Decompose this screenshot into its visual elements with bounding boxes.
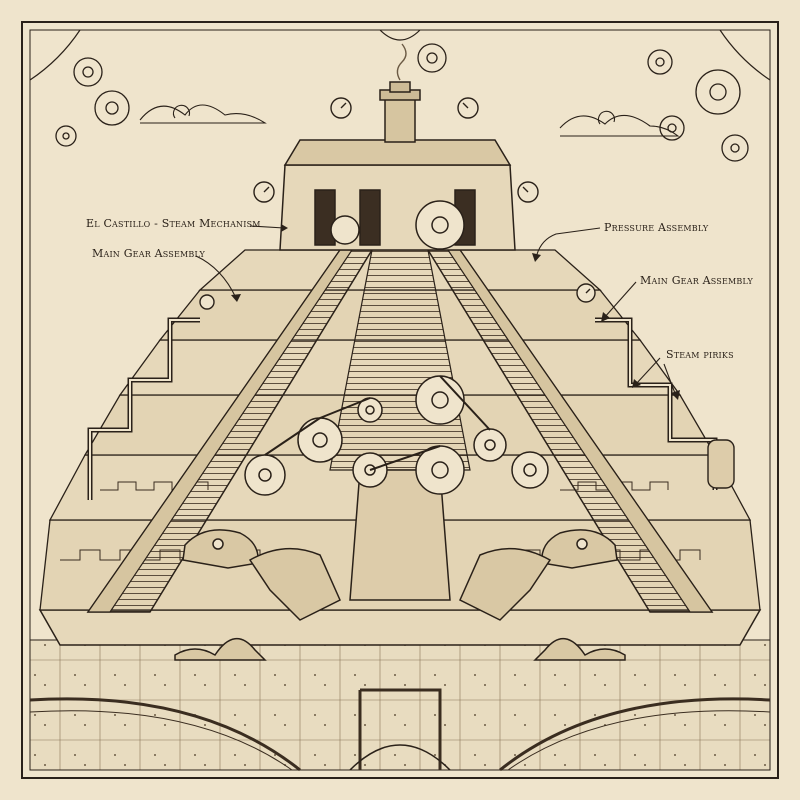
pyramid-base xyxy=(38,609,762,646)
gear-train xyxy=(244,375,549,496)
label-main-gear-assembly-left: Main Gear Assembly xyxy=(92,247,205,260)
steam-puff xyxy=(396,43,407,81)
label-el-castillo-steam-mechanism: El Castillo - Steam Mechanism xyxy=(86,217,261,230)
serpent-head-right xyxy=(459,529,626,661)
chimney xyxy=(379,81,421,143)
metal-floor xyxy=(29,639,771,772)
temple-top xyxy=(279,139,516,251)
serpent-head-left xyxy=(174,529,341,661)
sky-gear-icons xyxy=(55,43,749,162)
callout-arrowheads xyxy=(231,224,680,400)
label-main-gear-assembly-right: Main Gear Assembly xyxy=(640,274,753,287)
swirl-clouds xyxy=(139,104,680,137)
label-steam-piriks: Steam piriks xyxy=(666,348,734,361)
label-pressure-assembly: Pressure Assembly xyxy=(604,221,709,234)
pressure-gauge-icons xyxy=(199,97,596,310)
central-core xyxy=(349,469,451,601)
steam-boiler xyxy=(707,439,735,489)
